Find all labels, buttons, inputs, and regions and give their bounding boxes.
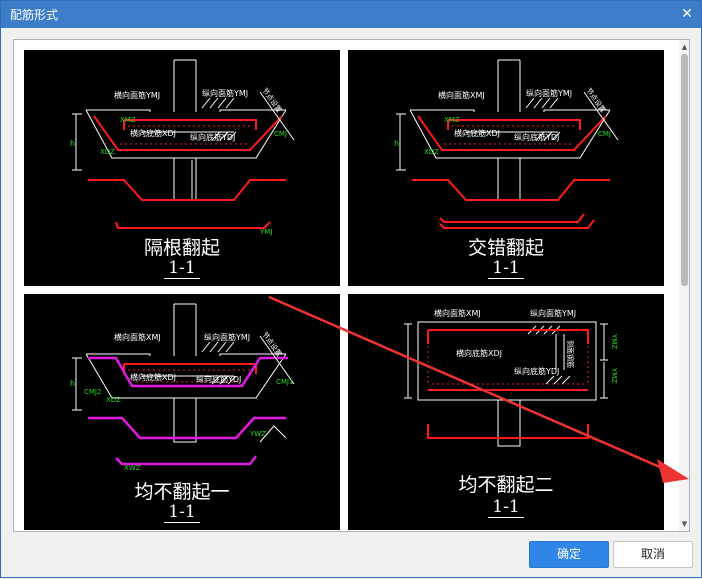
annot-side-code-3: XDZ	[106, 396, 121, 404]
option-tile-no-bend-2[interactable]: 横向面筋XMJ 纵向面筋YMJ 横向底筋XDJ 纵向底筋YDJ 侧面钢筋 YMZ…	[348, 294, 664, 530]
annot-left-code-1: XMZ	[120, 116, 136, 124]
annot-side-code-2: XDZ	[424, 148, 439, 156]
annot-bottom-left-code-3: XWZ	[124, 464, 141, 472]
annot-longitudinal-bottom-2: 纵向底筋YDJ	[514, 132, 559, 142]
annot-side-bar-4: 侧面钢筋	[566, 340, 575, 368]
section-mark: 1-1	[348, 258, 664, 279]
annot-left-code-3: CMJ2	[84, 388, 101, 396]
annot-dim-1: h	[70, 139, 75, 148]
cancel-button[interactable]: 取消	[613, 541, 693, 568]
annot-transverse-top-2: 横向面筋XMJ	[438, 90, 485, 100]
annot-right-code-top-4: YMZ	[610, 333, 618, 349]
annot-right-code-3: CMJ1	[276, 378, 293, 386]
option-tile-alternate-bend[interactable]: 横向面筋YMJ 纵向面筋YMJ 横向底筋XDJ 纵向底筋YDJ 节点设置 XMZ…	[24, 50, 340, 286]
annot-transverse-top-3: 横向面筋XMJ	[114, 332, 161, 342]
annot-longitudinal-top-4: 纵向面筋YMJ	[530, 308, 576, 318]
annot-right-code-2: CMJ	[598, 130, 611, 138]
option-tile-no-bend-1[interactable]: 横向面筋XMJ 纵向面筋YMJ 横向底筋XDJ 纵向底筋YDJ 节点设置 CMJ…	[24, 294, 340, 530]
annot-transverse-bottom-3: 横向底筋XDJ	[130, 372, 176, 382]
annot-left-code-2: XMZ	[444, 116, 460, 124]
annot-transverse-bottom-1: 横向底筋XDJ	[130, 128, 176, 138]
annot-right-code-bottom-4: YMZ	[610, 367, 618, 383]
annot-transverse-bottom-2: 横向底筋XDJ	[454, 128, 500, 138]
annot-transverse-top-1: 横向面筋YMJ	[114, 90, 160, 100]
scroll-thumb[interactable]	[681, 54, 688, 286]
annot-longitudinal-bottom-4: 纵向底筋YDJ	[514, 366, 559, 376]
close-icon[interactable]: ✕	[681, 6, 693, 22]
vertical-scrollbar[interactable]: ▲ ▼	[679, 40, 689, 531]
option-label: 均不翻起一	[134, 481, 230, 503]
dialog-title: 配筋形式	[10, 8, 59, 22]
annot-side-code-1: XDZ	[100, 148, 115, 156]
annot-longitudinal-bottom-3: 纵向底筋YDJ	[196, 374, 241, 384]
options-panel: 横向面筋YMJ 纵向面筋YMJ 横向底筋XDJ 纵向底筋YDJ 节点设置 XMZ…	[13, 39, 690, 532]
section-mark: 1-1	[348, 497, 664, 518]
option-label: 交错翻起	[467, 237, 544, 259]
scroll-up-arrow-icon[interactable]: ▲	[681, 43, 688, 51]
annot-transverse-bottom-4: 横向底筋XDJ	[456, 348, 502, 358]
annot-transverse-top-4: 横向面筋XMJ	[434, 308, 481, 318]
title-bar: 配筋形式 ✕	[1, 1, 701, 28]
annot-dim-3: h	[70, 379, 75, 388]
annot-dim-2: h	[394, 139, 399, 148]
annot-right-code-1: CMJ	[274, 130, 287, 138]
option-label: 均不翻起二	[458, 474, 554, 496]
annot-longitudinal-top-1: 纵向面筋YMJ	[202, 88, 248, 98]
section-drawing-1: 横向面筋YMJ 纵向面筋YMJ 横向底筋XDJ 纵向底筋YDJ 节点设置 XMZ…	[70, 59, 295, 236]
section-mark: 1-1	[24, 258, 340, 279]
annot-bottom-right-code-3: YWZ	[249, 430, 266, 438]
option-label: 隔根翻起	[143, 237, 220, 259]
annot-longitudinal-top-3: 纵向面筋YMJ	[204, 332, 250, 342]
option-tile-staggered-bend[interactable]: 横向面筋XMJ 纵向面筋YMJ 横向底筋XDJ 纵向底筋YDJ 节点设置 XMZ…	[348, 50, 664, 286]
section-mark: 1-1	[24, 502, 340, 523]
section-drawing-2: 横向面筋XMJ 纵向面筋YMJ 横向底筋XDJ 纵向底筋YDJ 节点设置 XMZ…	[394, 59, 619, 229]
ok-button[interactable]: 确定	[529, 541, 609, 568]
annot-bottom-code-1: YMJ	[259, 228, 272, 236]
scroll-down-arrow-icon[interactable]: ▼	[681, 520, 688, 528]
annot-longitudinal-bottom-1: 纵向底筋YDJ	[190, 132, 235, 142]
annot-longitudinal-top-2: 纵向面筋YMJ	[526, 88, 572, 98]
